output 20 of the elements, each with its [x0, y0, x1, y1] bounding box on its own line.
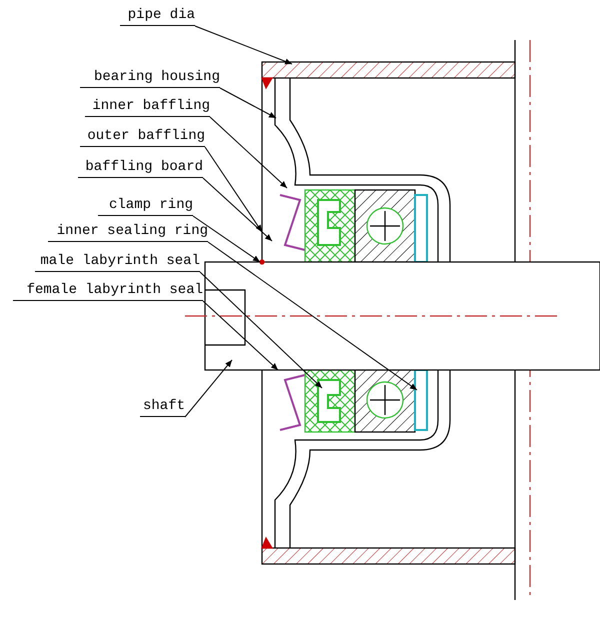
part-label: outer baffling — [80, 127, 205, 147]
part-label: shaft — [140, 397, 185, 417]
leader-line — [202, 178, 272, 242]
leader-line — [208, 242, 418, 390]
part-label: inner sealing ring — [48, 222, 208, 242]
part-label: pipe dia — [120, 6, 195, 26]
part-label: clamp ring — [98, 196, 193, 216]
leader-line — [184, 360, 232, 418]
leader-line — [192, 216, 260, 262]
leader-line — [210, 116, 288, 188]
leader-line — [200, 272, 322, 388]
part-label: bearing housing — [80, 68, 220, 88]
leader-line — [204, 146, 262, 232]
leader-line — [194, 26, 292, 64]
part-label: female labyrinth seal — [13, 281, 203, 301]
leader-line — [202, 300, 278, 370]
part-label: male labyrinth seal — [35, 252, 200, 272]
part-label: baffling board — [78, 158, 203, 178]
part-label: inner baffling — [85, 97, 210, 117]
leader-line — [220, 88, 276, 118]
